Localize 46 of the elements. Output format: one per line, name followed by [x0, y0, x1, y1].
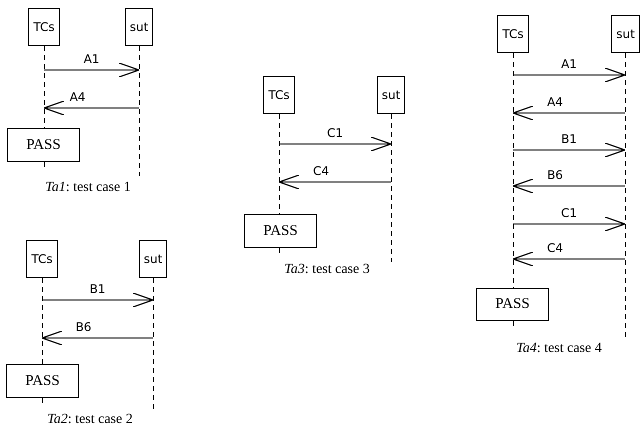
- message-arrow: [512, 142, 626, 158]
- message-arrow: [512, 251, 626, 267]
- message-arrow: [278, 174, 392, 190]
- edge-label: A4: [68, 90, 88, 104]
- message-arrow: [512, 105, 626, 121]
- diagram-caption: Ta2: test case 2: [47, 412, 133, 428]
- message-arrow: [512, 178, 626, 194]
- diagram-caption: Ta3: test case 3: [284, 262, 370, 278]
- edge-label: C1: [325, 126, 345, 140]
- lifeline: [624, 53, 626, 338]
- lifeline: [138, 46, 140, 176]
- verdict-box: PASS: [244, 214, 317, 248]
- edge-label: B6: [74, 320, 94, 334]
- message-arrow: [43, 100, 140, 116]
- edge-label: A4: [545, 95, 565, 109]
- edge-label: B6: [545, 168, 565, 182]
- message-arrow: [44, 62, 140, 78]
- message-arrow: [512, 216, 626, 232]
- diagram-caption: Ta4: test case 4: [516, 341, 602, 357]
- edge-label: A1: [82, 52, 102, 66]
- message-arrow: [41, 330, 154, 346]
- lifeline: [390, 114, 392, 262]
- message-arrow: [42, 292, 154, 308]
- lifeline: [152, 278, 154, 410]
- lifeline-head-box: sut: [377, 76, 405, 114]
- edge-label: A1: [559, 57, 579, 71]
- lifeline-head-box: TCs: [497, 15, 529, 53]
- edge-label: B1: [88, 282, 108, 296]
- lifeline-head-box: TCs: [28, 8, 60, 46]
- lifeline: [512, 53, 514, 288]
- lifeline-head-box: TCs: [263, 76, 295, 114]
- lifeline-head-box: TCs: [26, 240, 58, 278]
- edge-label: C1: [559, 206, 579, 220]
- edge-label: B1: [559, 132, 579, 146]
- edge-label: C4: [545, 241, 565, 255]
- message-arrow: [512, 67, 626, 83]
- lifeline-head-box: sut: [125, 8, 153, 46]
- verdict-box: PASS: [7, 128, 80, 162]
- lifeline-head-box: sut: [611, 15, 640, 53]
- lifeline: [278, 114, 280, 214]
- diagram-caption: Ta1: test case 1: [45, 180, 131, 196]
- lifeline-head-box: sut: [139, 240, 167, 278]
- verdict-box: PASS: [6, 364, 79, 398]
- verdict-box: PASS: [476, 288, 549, 321]
- message-arrow: [278, 136, 392, 152]
- edge-label: C4: [311, 164, 331, 178]
